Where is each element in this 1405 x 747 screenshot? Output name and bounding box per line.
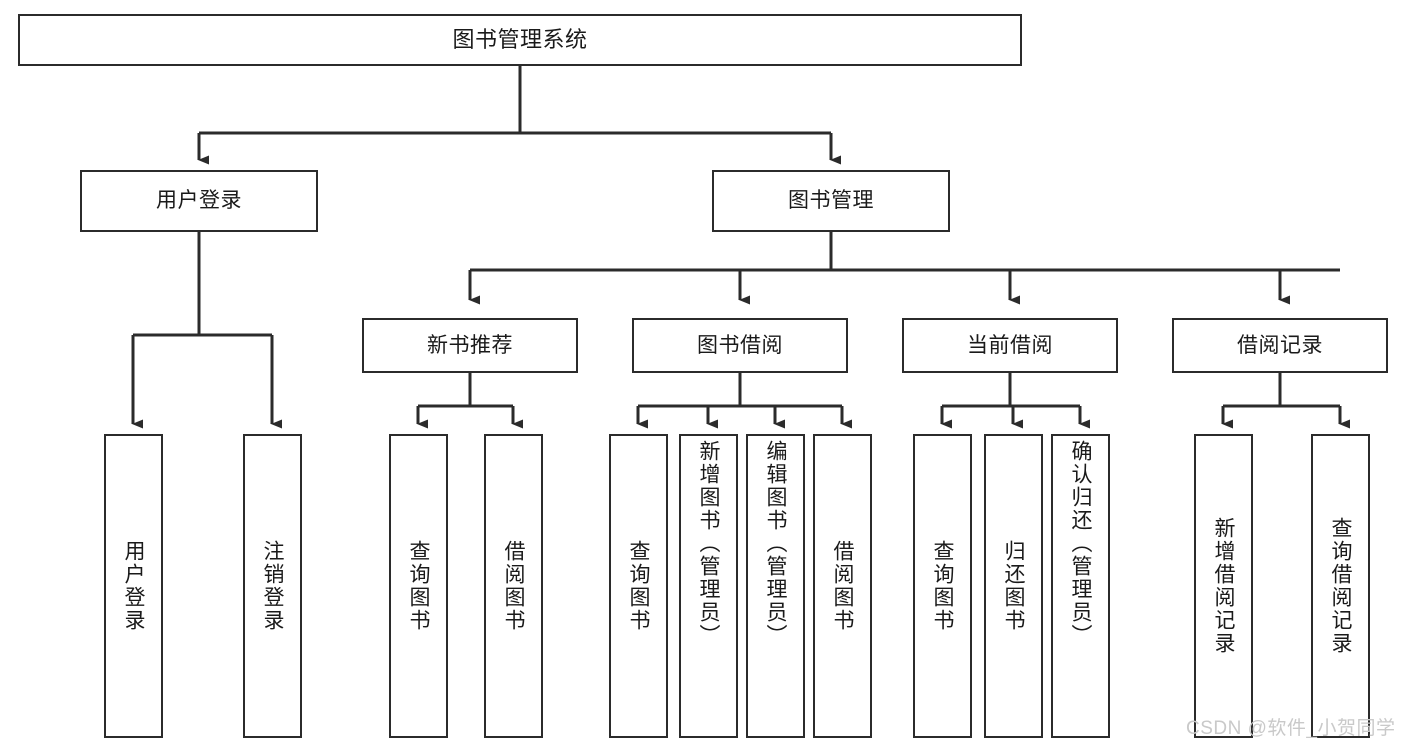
node-label: 当前借阅 [967, 333, 1053, 357]
node-label: 借阅图书 [831, 540, 854, 632]
node-current-borrow[interactable]: 当前借阅 [902, 318, 1118, 373]
node-label: 图书管理 [788, 189, 874, 213]
leaf-query-book-3[interactable]: 查询图书 [913, 434, 972, 738]
node-label: 查询图书 [407, 540, 430, 632]
node-label: 图书借阅 [697, 333, 783, 357]
node-label: 查询借阅记录 [1329, 517, 1352, 655]
node-label: 新书推荐 [427, 333, 513, 357]
leaf-query-book-1[interactable]: 查询图书 [389, 434, 448, 738]
leaf-query-record[interactable]: 查询借阅记录 [1311, 434, 1370, 738]
node-label: 借阅记录 [1237, 333, 1323, 357]
leaf-edit-book[interactable]: 编辑图书（管理员） [746, 434, 805, 738]
node-label: 查询图书 [627, 540, 650, 632]
node-label: 用户登录 [156, 189, 242, 213]
leaf-add-record[interactable]: 新增借阅记录 [1194, 434, 1253, 738]
node-label: 注销登录 [261, 540, 284, 632]
node-label: 确认归还（管理员） [1069, 440, 1092, 647]
leaf-add-book[interactable]: 新增图书（管理员） [679, 434, 738, 738]
node-label: 借阅图书 [502, 540, 525, 632]
node-label: 查询图书 [931, 540, 954, 632]
node-book-borrow[interactable]: 图书借阅 [632, 318, 848, 373]
node-borrow-record[interactable]: 借阅记录 [1172, 318, 1388, 373]
leaf-confirm-return[interactable]: 确认归还（管理员） [1051, 434, 1110, 738]
node-label: 新增借阅记录 [1212, 517, 1235, 655]
leaf-user-login[interactable]: 用户登录 [104, 434, 163, 738]
leaf-return-book[interactable]: 归还图书 [984, 434, 1043, 738]
leaf-query-book-2[interactable]: 查询图书 [609, 434, 668, 738]
leaf-logout[interactable]: 注销登录 [243, 434, 302, 738]
leaf-borrow-book-1[interactable]: 借阅图书 [484, 434, 543, 738]
node-label: 编辑图书（管理员） [764, 440, 787, 647]
node-label: 新增图书（管理员） [697, 440, 720, 647]
node-label: 归还图书 [1002, 540, 1025, 632]
leaf-borrow-book-2[interactable]: 借阅图书 [813, 434, 872, 738]
node-book-manage[interactable]: 图书管理 [712, 170, 950, 232]
watermark: CSDN @软件_小贺同学 [1186, 718, 1396, 739]
node-root-system[interactable]: 图书管理系统 [18, 14, 1022, 66]
node-new-book-rec[interactable]: 新书推荐 [362, 318, 578, 373]
node-label: 用户登录 [122, 540, 145, 632]
node-label: 图书管理系统 [452, 26, 588, 52]
node-user-login[interactable]: 用户登录 [80, 170, 318, 232]
